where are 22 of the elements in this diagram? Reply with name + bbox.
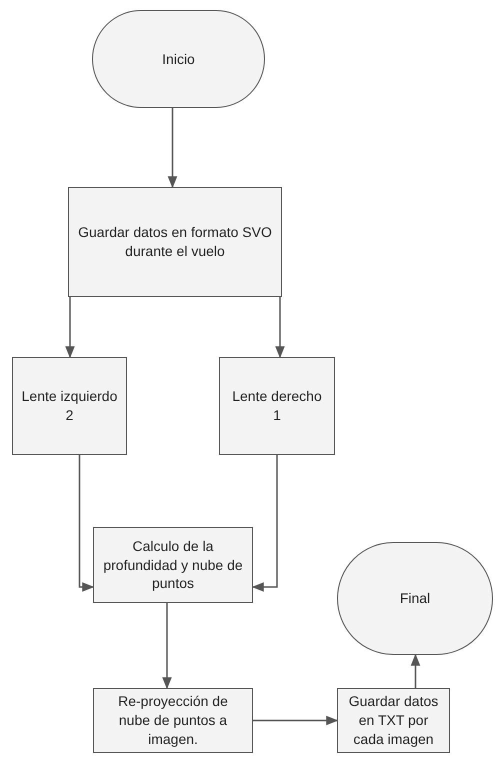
process-box (68, 187, 282, 297)
arrow (253, 716, 338, 726)
node-label: Guardar datos en TXT por cada imagen (348, 692, 440, 749)
process-box (12, 357, 127, 455)
node-label: Lente derecho 1 (231, 387, 323, 425)
arrow (275, 297, 285, 358)
process-box (93, 688, 253, 753)
arrow (410, 654, 420, 688)
arrow (162, 603, 172, 690)
node-label: Guardar datos en formato SVO durante el vuelo (77, 223, 273, 261)
process-box (93, 527, 253, 603)
node-label: Inicio (162, 50, 195, 68)
arrow (78, 455, 94, 592)
node-label: Re-proyección de nube de puntos a imagen. (117, 692, 229, 749)
node-label: Calculo de la profundidad y nube de puntos (102, 536, 244, 594)
arrow (168, 108, 178, 188)
arrow (252, 455, 278, 592)
process-box (219, 357, 335, 455)
process-box (337, 688, 450, 753)
node-label: Lente izquierdo 2 (21, 387, 118, 425)
node-label: Final (400, 589, 430, 608)
arrow (65, 297, 75, 358)
